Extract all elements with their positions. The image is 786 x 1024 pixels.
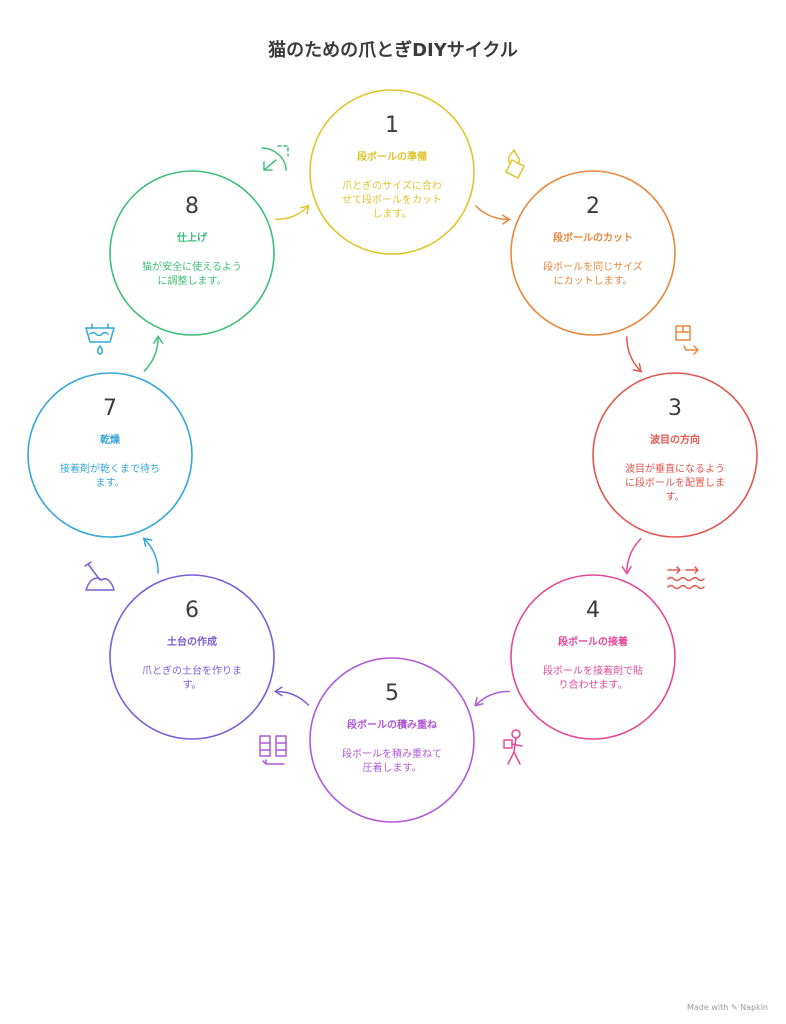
step-description-line: 猫が安全に使えるよう — [142, 260, 242, 273]
step-description-line: す。 — [666, 491, 685, 503]
flow-arrow — [474, 205, 511, 225]
step-description-line: に段ボールを配置しま — [625, 476, 725, 489]
step-description-line: 圧着します。 — [363, 761, 422, 774]
step-circle — [309, 89, 475, 255]
step-description-line: 段ボールを同じサイズ — [543, 260, 643, 273]
step-description-line: します。 — [373, 208, 412, 220]
box-arrow-icon — [675, 325, 699, 355]
step-number: 7 — [103, 396, 117, 421]
step-description-line: 段ボールを接着剤で貼 — [543, 664, 643, 677]
step-heading: 乾燥 — [100, 433, 121, 446]
step-heading: 仕上げ — [176, 231, 208, 244]
flow-arrow — [626, 336, 643, 373]
flow-arrow — [474, 690, 510, 707]
step-heading: 段ボールの準備 — [357, 150, 427, 163]
corner-arrow-icon — [261, 145, 289, 171]
step-circle — [510, 170, 676, 336]
shovel-icon — [84, 561, 115, 591]
drip-icon — [85, 323, 115, 355]
step-heading: 段ボールの積み重ね — [347, 718, 437, 731]
step-description-line: 波目が垂直になるよう — [625, 462, 725, 475]
waves-arrow-icon — [667, 566, 705, 590]
step-number: 5 — [385, 681, 399, 706]
step-description-line: り合わせます。 — [559, 678, 628, 691]
step-circle — [510, 574, 676, 740]
step-circle — [109, 170, 275, 336]
flow-arrow — [621, 537, 642, 576]
step-number: 4 — [586, 598, 600, 623]
step-description-line: 接着剤が乾くまで待ち — [60, 462, 160, 475]
step-number: 1 — [385, 113, 399, 138]
step-description-line: ます。 — [96, 477, 125, 489]
step-number: 3 — [668, 396, 682, 421]
flame-icon — [505, 149, 525, 179]
flow-arrow — [142, 537, 159, 574]
step-number: 6 — [185, 598, 199, 623]
step-circle — [309, 657, 475, 823]
step-number: 2 — [586, 194, 600, 219]
step-description-line: に調整します。 — [158, 274, 227, 287]
step-description-line: 爪とぎのサイズに合わ — [342, 179, 442, 192]
step-heading: 波目の方向 — [650, 433, 700, 446]
flow-arrow — [275, 204, 310, 220]
step-description-line: す。 — [183, 679, 202, 691]
step-description-line: にカットします。 — [554, 275, 633, 287]
flow-arrow — [273, 686, 310, 707]
flow-arrow — [143, 334, 164, 373]
step-circle — [592, 372, 758, 538]
step-heading: 段ボールのカット — [553, 231, 633, 244]
step-description-line: せて段ボールをカット — [342, 193, 442, 206]
step-heading: 土台の作成 — [167, 635, 217, 648]
footer-credit: Made with ✎ Napkin — [687, 1003, 768, 1012]
step-description-line: 段ボールを積み重ねて — [342, 747, 442, 760]
diagram-title: 猫のための爪とぎDIYサイクル — [268, 40, 518, 61]
person-carry-icon — [503, 729, 523, 765]
step-heading: 段ボールの接着 — [558, 635, 628, 648]
step-circle — [109, 574, 275, 740]
step-description-line: 爪とぎの土台を作りま — [142, 664, 242, 677]
stack-icon — [259, 735, 287, 765]
step-circle — [27, 372, 193, 538]
step-number: 8 — [185, 194, 199, 219]
